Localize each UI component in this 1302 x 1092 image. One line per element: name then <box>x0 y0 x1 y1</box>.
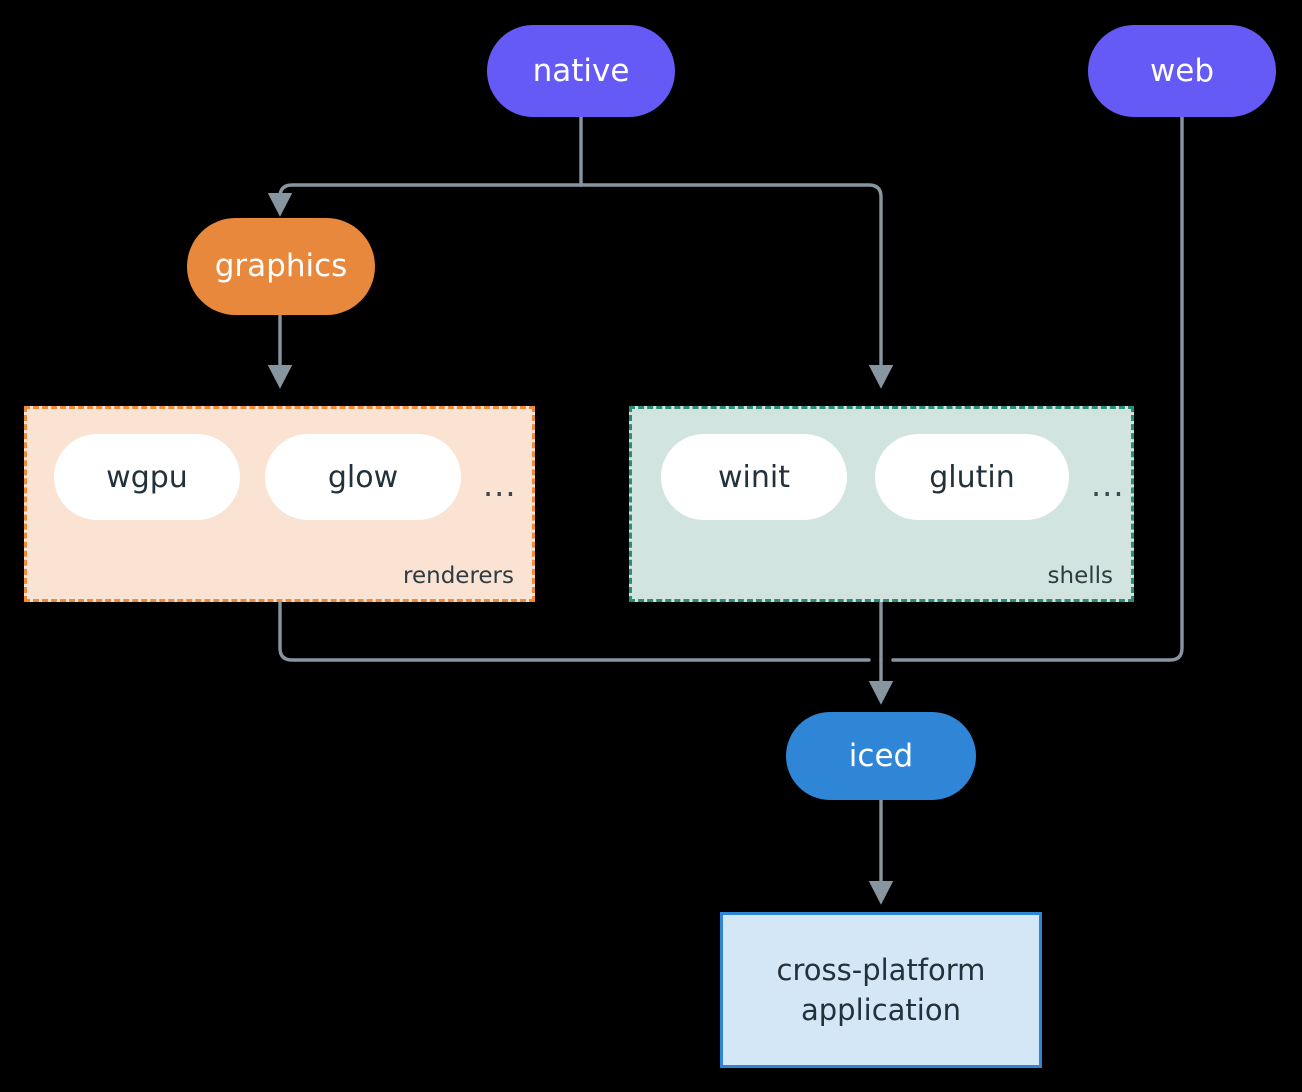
chip-glow[interactable]: glow <box>265 434 461 520</box>
chip-winit[interactable]: winit <box>661 434 847 520</box>
cluster-shells-label: shells <box>1047 563 1113 589</box>
cluster-shells[interactable]: winit glutin ... shells <box>629 406 1134 602</box>
chip-wgpu[interactable]: wgpu <box>54 434 240 520</box>
shells-more-ellipsis: ... <box>1091 466 1125 504</box>
edge-native-to-graphics <box>267 183 583 217</box>
edge-renderers-to-iced <box>278 599 871 662</box>
cluster-renderers-label: renderers <box>403 563 514 589</box>
node-web[interactable]: web <box>1088 25 1276 117</box>
node-cross-platform-application[interactable]: cross-platform application <box>720 912 1042 1068</box>
cluster-renderers[interactable]: wgpu glow ... renderers <box>24 406 535 602</box>
renderers-more-ellipsis: ... <box>483 466 517 504</box>
node-graphics[interactable]: graphics <box>187 218 375 315</box>
node-native[interactable]: native <box>487 25 675 117</box>
edge-native-to-shells <box>579 183 894 389</box>
node-iced[interactable]: iced <box>786 712 976 800</box>
chip-glutin[interactable]: glutin <box>875 434 1069 520</box>
